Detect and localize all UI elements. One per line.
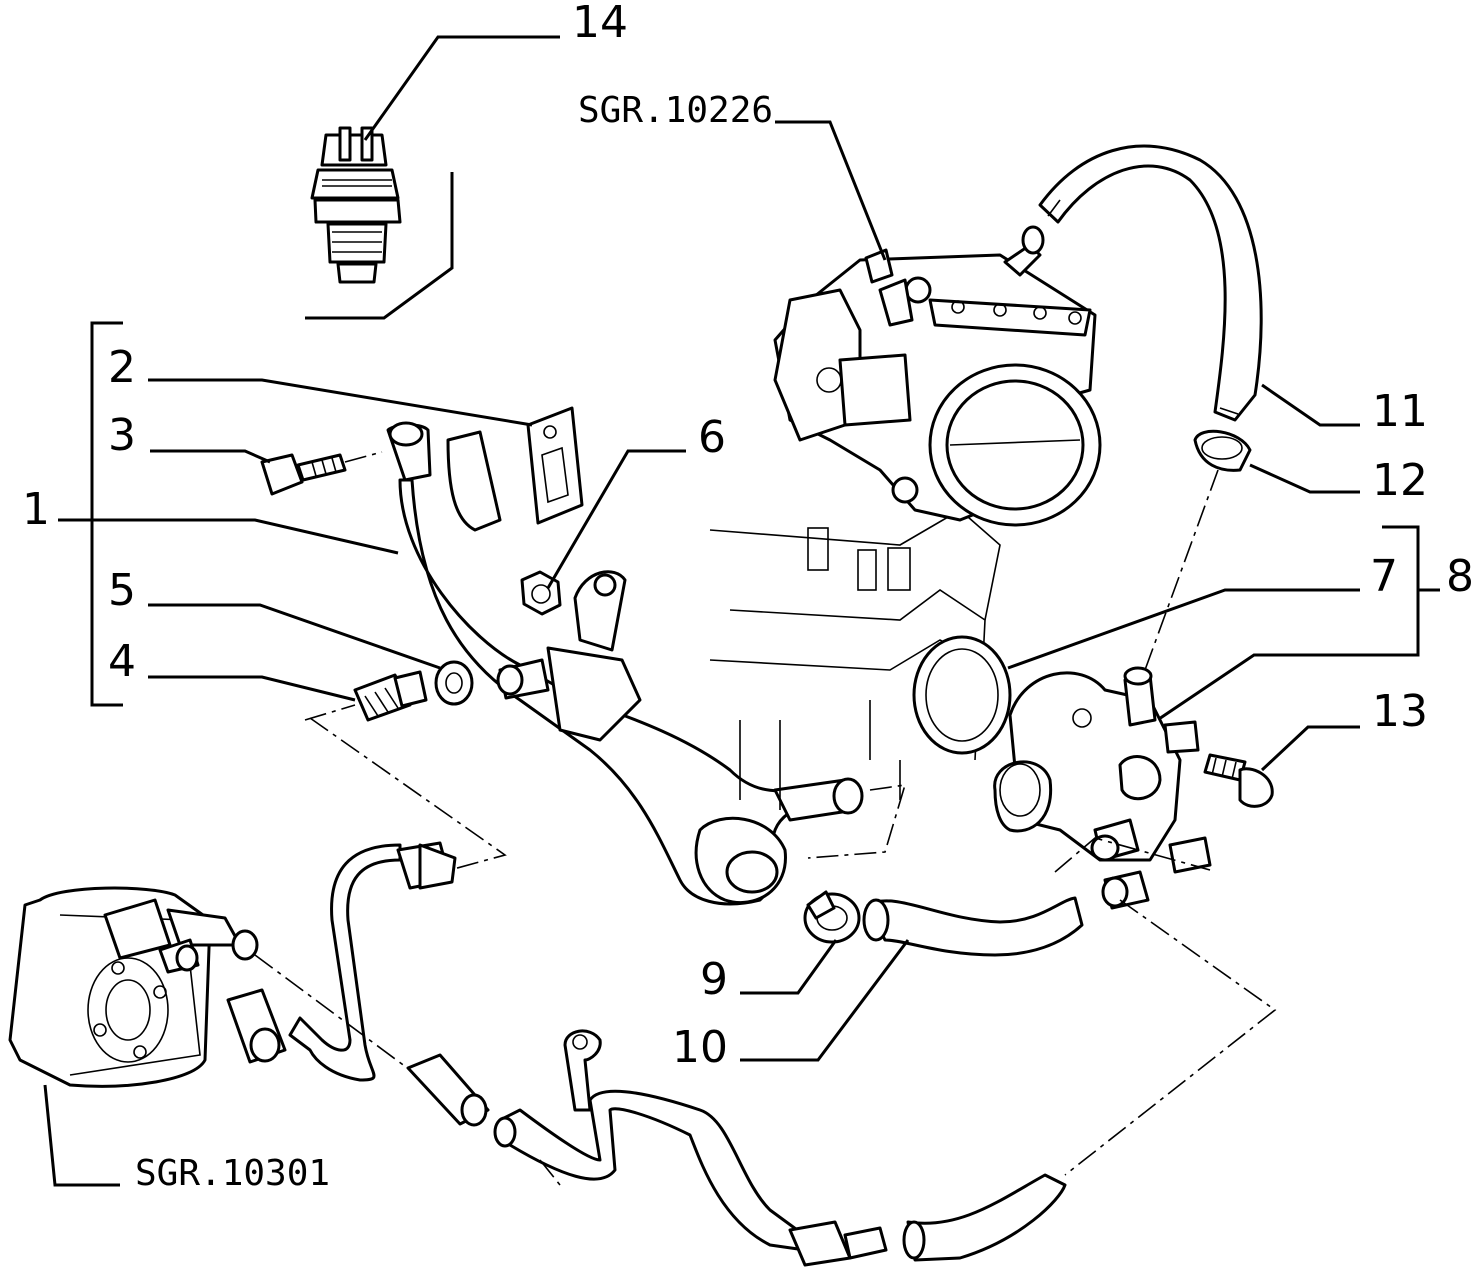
washer-part-5 xyxy=(434,660,474,706)
temperature-sender-part xyxy=(310,126,402,284)
throttle-body-assembly xyxy=(773,225,1102,527)
callout-5: 5 xyxy=(108,565,136,616)
leader-10 xyxy=(740,939,910,1062)
reference-sgr-10301: SGR.10301 xyxy=(135,1153,330,1194)
callout-9: 9 xyxy=(700,954,728,1005)
leader-11 xyxy=(1261,383,1360,427)
callout-14: 14 xyxy=(572,0,628,48)
callout-4: 4 xyxy=(108,636,136,687)
leader-13 xyxy=(1260,725,1360,772)
hose-part-10 xyxy=(862,896,1084,957)
leader-7 xyxy=(1007,588,1360,670)
callout-13: 13 xyxy=(1372,686,1428,737)
leader-sgr-10301 xyxy=(43,1084,120,1187)
leader-4 xyxy=(148,675,356,702)
callout-8: 8 xyxy=(1446,551,1474,602)
callout-1: 1 xyxy=(22,484,50,535)
reference-sgr-10226: SGR.10226 xyxy=(578,90,773,131)
bolt-part-13 xyxy=(1203,753,1274,808)
bracket-14 xyxy=(305,172,454,320)
bracket-group-1 xyxy=(90,321,123,707)
fitting-part-4 xyxy=(353,670,428,722)
gasket-part-2 xyxy=(526,406,584,525)
bracket-group-8 xyxy=(1149,525,1420,727)
oil-cooler-assembly xyxy=(8,886,259,1088)
hose-part-11 xyxy=(1038,144,1263,422)
callout-10: 10 xyxy=(672,1022,728,1073)
leader-sgr-10226 xyxy=(775,120,887,261)
water-pipe-part-1 xyxy=(386,421,864,906)
leader-14 xyxy=(363,35,560,141)
hose-clamp-part-9 xyxy=(803,890,861,944)
callout-11: 11 xyxy=(1372,386,1428,437)
leader-12 xyxy=(1249,463,1360,494)
leader-9 xyxy=(740,939,838,995)
leader-3 xyxy=(150,449,271,464)
callout-6: 6 xyxy=(698,412,726,463)
callout-3: 3 xyxy=(108,410,136,461)
leader-2 xyxy=(148,378,533,427)
callout-7: 7 xyxy=(1370,551,1398,602)
bolt-part-3 xyxy=(260,453,347,496)
clamp-part-12 xyxy=(1193,429,1252,472)
callout-2: 2 xyxy=(108,342,136,393)
o-ring-part-7 xyxy=(912,635,1012,755)
lower-pipe-assembly xyxy=(226,841,1067,1267)
leader-1 xyxy=(58,518,399,555)
leader-5 xyxy=(148,603,441,670)
thermostat-housing-part xyxy=(993,666,1212,910)
leader-6 xyxy=(546,449,686,589)
callout-12: 12 xyxy=(1372,455,1428,506)
